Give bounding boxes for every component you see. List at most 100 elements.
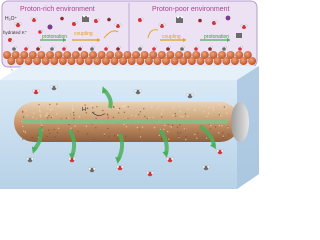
texture-dot [108, 135, 110, 137]
copper-atom [153, 57, 162, 65]
texture-dot [41, 124, 43, 126]
copper-atom [243, 51, 252, 59]
texture-dot [23, 130, 25, 132]
texture-dot [117, 134, 119, 136]
texture-dot [24, 131, 27, 133]
product-hydrogen [206, 165, 210, 169]
texture-dot [163, 128, 165, 131]
texture-dot [157, 108, 159, 110]
mechanism-diagram: Proton-rich environment Proton-poor envi… [0, 0, 259, 189]
texture-dot [118, 112, 120, 114]
product-arrowhead [31, 146, 38, 154]
product-hydrogen [170, 157, 174, 161]
texture-dot [49, 103, 51, 106]
product-hydrogen [26, 157, 30, 161]
product-molecules [26, 85, 224, 177]
texture-dot [222, 135, 225, 137]
texture-dot [187, 108, 190, 110]
texture-dot [38, 105, 40, 108]
texture-dot [172, 114, 174, 117]
texture-dot [214, 126, 217, 128]
texture-dot [39, 116, 42, 118]
texture-dot [127, 106, 129, 108]
texture-dot [146, 117, 149, 120]
adsorbate [116, 47, 120, 51]
texture-dot [122, 105, 125, 108]
tube-end-cap [231, 102, 249, 142]
texture-dot [66, 117, 68, 119]
copper-atom [149, 51, 158, 59]
copper-atom [213, 57, 222, 65]
texture-dot [172, 107, 175, 109]
left-protonation-arrowhead [63, 38, 66, 42]
texture-dot [218, 124, 221, 127]
product-hydrogen [202, 165, 206, 169]
proton-channel [22, 119, 228, 124]
texture-dot [46, 114, 48, 116]
texture-dot [227, 127, 229, 129]
copper-atom [33, 57, 42, 65]
product-hydrogen [120, 165, 124, 169]
texture-dot [56, 132, 59, 134]
adsorbate [104, 47, 108, 51]
texture-dot [56, 103, 58, 105]
adsorbate-hydrogen [168, 45, 171, 49]
texture-dot [52, 116, 54, 118]
copper-atom [183, 51, 192, 59]
texture-dot [184, 113, 187, 115]
product-hydrogen [138, 89, 142, 93]
texture-dot [73, 117, 75, 120]
texture-dot [208, 107, 210, 109]
copper-atom [114, 51, 123, 59]
adsorbate-hydrogen [80, 45, 83, 49]
left-protonation-label: protonation [42, 34, 67, 40]
copper-atom [218, 51, 226, 59]
texture-dot [168, 138, 170, 140]
texture-dot [180, 115, 182, 118]
texture-dot [170, 126, 172, 128]
texture-dot [197, 132, 199, 134]
texture-dot [85, 125, 88, 127]
copper-atom [37, 51, 46, 59]
texture-dot [48, 115, 50, 117]
texture-dot [41, 126, 43, 128]
texture-dot [194, 109, 196, 112]
texture-dot [225, 112, 228, 115]
texture-dot [25, 109, 27, 112]
texture-dot [33, 112, 35, 114]
texture-dot [162, 109, 164, 111]
texture-dot [32, 116, 34, 119]
texture-dot [84, 104, 86, 106]
texture-dot [22, 111, 24, 113]
adsorbate [180, 47, 184, 51]
product-arrows [31, 86, 217, 164]
texture-dot [151, 106, 153, 108]
product-hydrogen [32, 89, 36, 93]
adsorbate [222, 47, 226, 51]
copper-atom [106, 51, 115, 59]
texture-dot [96, 106, 98, 108]
texture-dot [78, 116, 81, 118]
copper-atom [239, 57, 248, 65]
texture-dot [205, 137, 208, 139]
copper-atom [28, 51, 37, 59]
texture-dot [85, 112, 88, 114]
texture-dot [39, 110, 41, 113]
texture-dot [107, 127, 109, 130]
copper-atom [226, 51, 235, 59]
copper-atom [205, 57, 214, 65]
texture-dot [49, 109, 52, 111]
texture-dot [93, 138, 95, 140]
texture-dot [103, 133, 106, 135]
adsorbate [152, 47, 156, 51]
texture-dot [182, 116, 184, 118]
adsorbate [24, 47, 28, 51]
copper-surface [3, 51, 257, 65]
copper-atom [136, 57, 145, 65]
product-hydrogen [54, 85, 58, 89]
copper-atom [11, 51, 20, 59]
right-coupling-label: coupling [162, 34, 181, 40]
adsorbate-hydrogen [92, 45, 95, 49]
texture-dot [68, 123, 70, 126]
left-coupling-arrowhead [97, 38, 100, 42]
